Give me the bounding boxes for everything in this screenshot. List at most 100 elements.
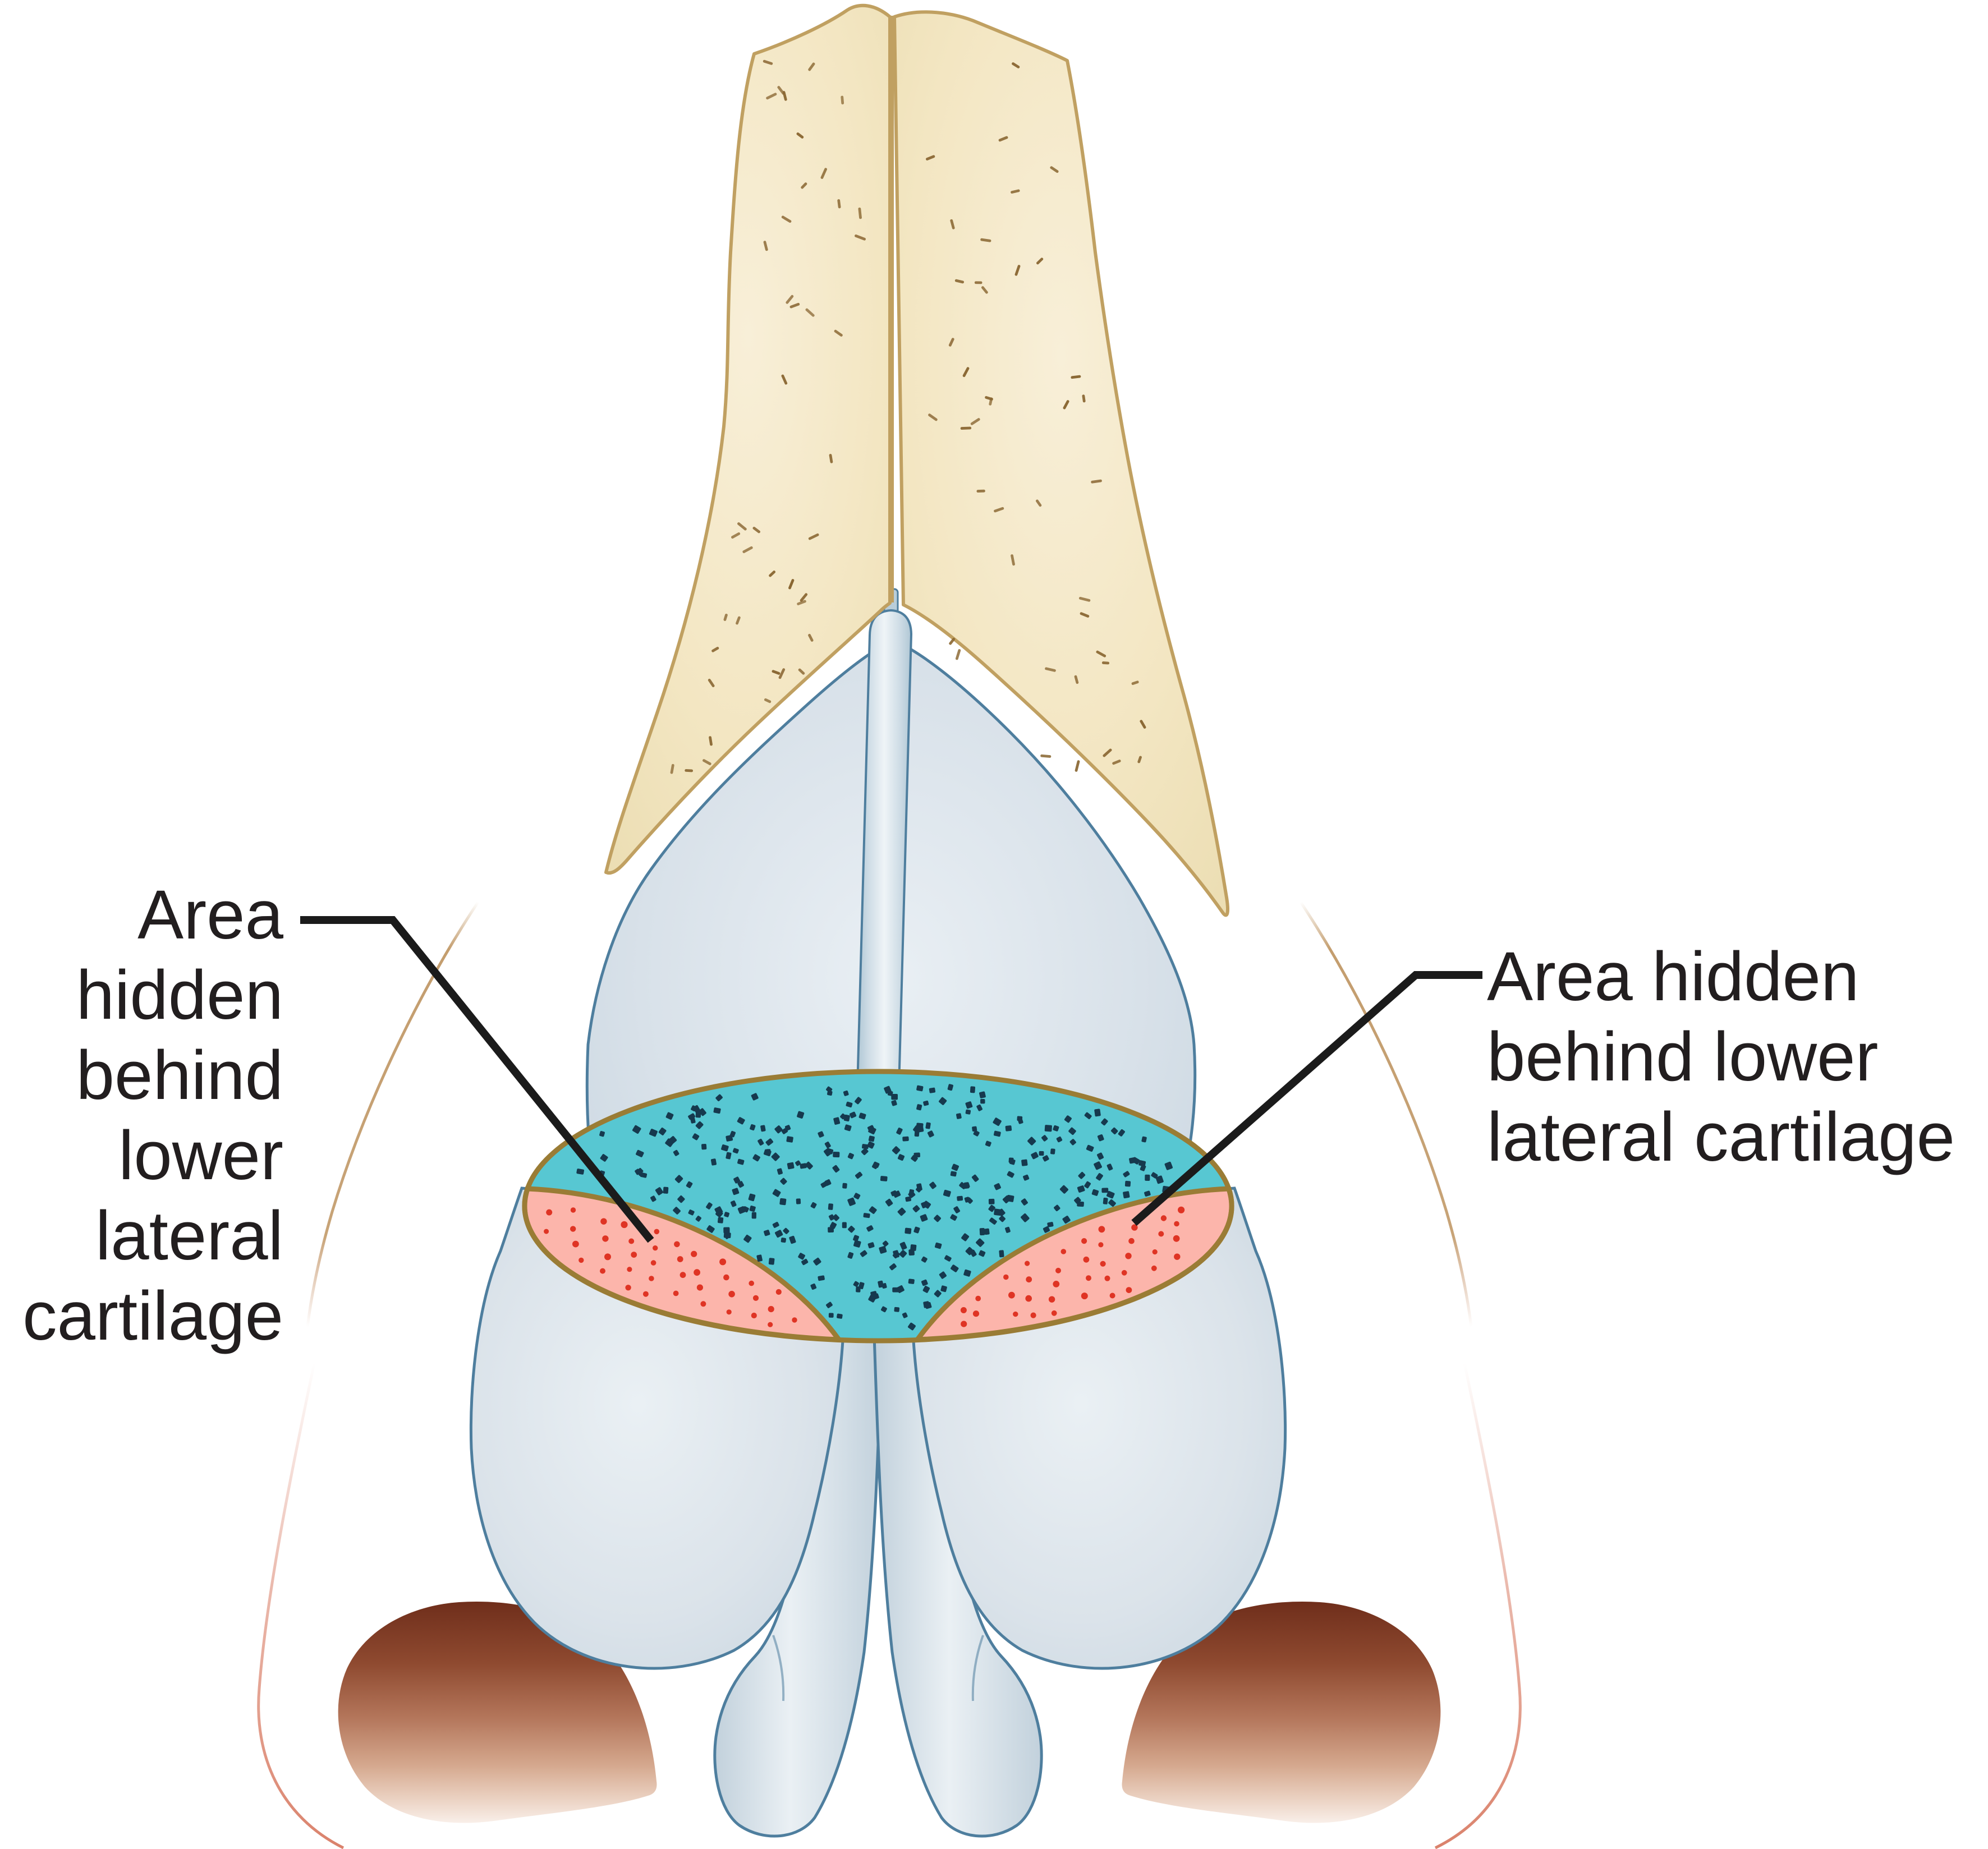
teal-dot — [916, 1183, 922, 1191]
red-dot — [1174, 1221, 1179, 1227]
nostrils — [338, 1601, 1441, 1823]
teal-dot — [894, 1307, 900, 1312]
teal-dot — [951, 1163, 959, 1171]
teal-dot — [885, 1198, 893, 1207]
teal-dot — [910, 1244, 917, 1251]
red-dot — [649, 1276, 654, 1281]
teal-dot — [695, 1111, 701, 1118]
teal-dot — [1069, 1139, 1076, 1146]
teal-dot — [701, 1143, 707, 1150]
teal-dot — [1041, 1135, 1048, 1142]
teal-dot — [729, 1130, 736, 1138]
bone-speckle — [1063, 400, 1069, 410]
red-dot — [1055, 1267, 1061, 1273]
red-dot — [1083, 1256, 1090, 1263]
red-dot — [1126, 1287, 1132, 1294]
teal-dot — [726, 1152, 732, 1160]
red-dot — [1098, 1226, 1105, 1233]
teal-dot — [853, 1193, 861, 1199]
bone-speckle — [798, 668, 805, 675]
red-dot — [694, 1269, 700, 1276]
teal-dot — [950, 1171, 957, 1177]
teal-dot — [1084, 1112, 1092, 1119]
teal-dot — [715, 1094, 723, 1102]
bone-speckle — [752, 526, 761, 533]
teal-dot — [842, 1222, 847, 1229]
teal-dot — [908, 1322, 916, 1331]
right-nostril — [1122, 1601, 1441, 1823]
teal-dot — [826, 1301, 833, 1308]
red-dot — [723, 1274, 729, 1281]
bone-speckle — [731, 532, 741, 539]
teal-dot — [1007, 1171, 1014, 1178]
red-dot — [691, 1250, 697, 1257]
red-dot — [1025, 1261, 1030, 1266]
bone-speckle — [797, 600, 806, 605]
teal-dot — [908, 1249, 915, 1256]
teal-dot — [1144, 1190, 1151, 1197]
teal-dot — [692, 1133, 700, 1140]
red-dot — [642, 1291, 649, 1297]
bone-speckle — [1074, 675, 1079, 684]
teal-dot — [1044, 1125, 1052, 1132]
teal-dot — [871, 1162, 879, 1169]
teal-dot — [1021, 1213, 1030, 1222]
teal-dot — [777, 1168, 783, 1175]
bone-speckle — [1078, 596, 1091, 602]
teal-dot — [940, 1285, 947, 1293]
red-stipple-dots — [544, 1206, 1185, 1327]
teal-dot — [837, 1313, 843, 1319]
bone-speckle — [801, 182, 807, 189]
teal-dot — [640, 1172, 648, 1178]
red-dot — [1131, 1224, 1138, 1231]
left-label-line: lower — [118, 1117, 283, 1194]
teal-dot — [1097, 1134, 1104, 1142]
bone-speckle — [1014, 265, 1021, 276]
teal-dot — [905, 1227, 912, 1234]
teal-dot — [892, 1146, 901, 1155]
red-dot — [1125, 1253, 1132, 1259]
teal-dot — [730, 1200, 737, 1207]
teal-dot — [950, 1214, 957, 1221]
teal-dot — [787, 1162, 795, 1170]
teal-dot — [840, 1113, 846, 1120]
lower-lateral-cartilages — [469, 1186, 1287, 1838]
red-dot — [602, 1235, 609, 1242]
teal-dot — [751, 1093, 759, 1101]
teal-dot — [1084, 1181, 1091, 1189]
teal-dot — [796, 1198, 801, 1204]
bone-speckle — [808, 533, 819, 540]
red-dot — [1151, 1265, 1157, 1271]
teal-dot — [820, 1181, 828, 1188]
teal-dot — [951, 1264, 959, 1272]
red-dot — [600, 1218, 607, 1225]
bone-speckle — [796, 132, 804, 139]
left-nostril — [338, 1601, 657, 1823]
teal-dot — [989, 1217, 997, 1225]
red-dot — [1109, 1293, 1115, 1299]
teal-dot — [1043, 1226, 1050, 1233]
teal-dot — [636, 1149, 644, 1157]
teal-dot — [965, 1109, 971, 1115]
bone-speckle — [981, 286, 988, 294]
teal-dot — [943, 1189, 951, 1197]
red-dot — [792, 1317, 797, 1323]
bone-speckle — [994, 507, 1004, 513]
teal-dot — [868, 1135, 875, 1142]
teal-dot — [756, 1254, 763, 1262]
teal-dot — [1021, 1159, 1028, 1166]
teal-dot — [826, 1086, 833, 1093]
red-dot — [654, 1229, 660, 1235]
teal-dot — [934, 1290, 942, 1298]
teal-dot — [1123, 1171, 1130, 1178]
teal-dot — [893, 1250, 899, 1258]
teal-dot — [665, 1112, 674, 1120]
teal-dot — [1047, 1222, 1054, 1227]
teal-dot — [947, 1084, 953, 1091]
right-leader-line — [1131, 971, 1482, 1226]
teal-dot — [1094, 1109, 1101, 1117]
teal-dot — [970, 1249, 977, 1257]
red-dot — [628, 1238, 635, 1244]
exposed-area-outline — [522, 1069, 1234, 1344]
teal-dot — [771, 1152, 780, 1161]
